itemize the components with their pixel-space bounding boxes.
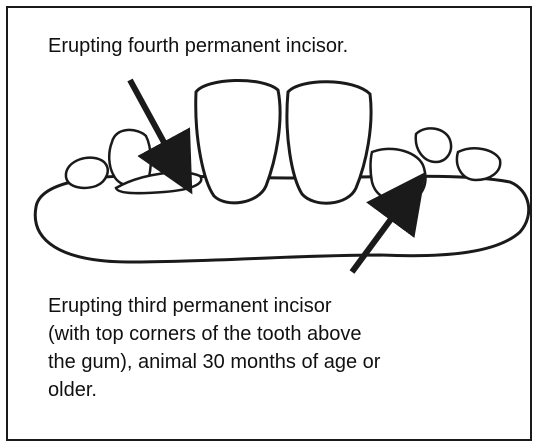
erupting-third-incisor xyxy=(371,149,426,201)
bottom-caption-line-1: Erupting third permanent incisor xyxy=(48,292,518,320)
bottom-caption-line-4: older. xyxy=(48,376,518,404)
small-tooth-right-2 xyxy=(457,148,500,180)
central-incisor-left xyxy=(196,80,280,202)
central-incisor-right xyxy=(287,82,371,203)
bottom-caption-line-3: the gum), animal 30 months of age or xyxy=(48,348,518,376)
bottom-caption-third-incisor: Erupting third permanent incisor (with t… xyxy=(48,292,518,404)
bottom-caption-line-2: (with top corners of the tooth above xyxy=(48,320,518,348)
gum-outline xyxy=(35,176,528,262)
small-tooth-left xyxy=(66,158,108,188)
small-tooth-right-1 xyxy=(416,128,451,162)
